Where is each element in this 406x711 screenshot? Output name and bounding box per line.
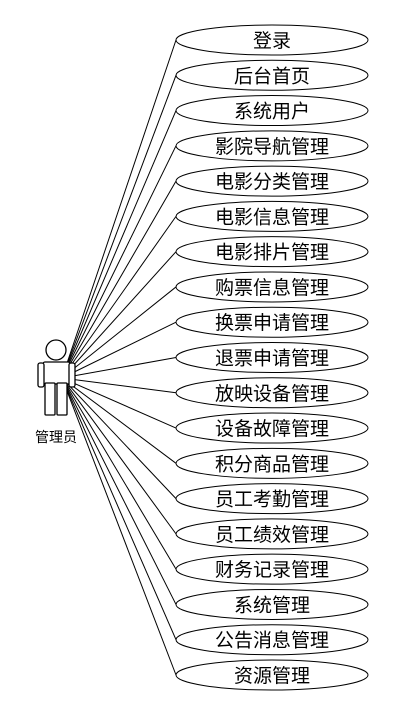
association-line xyxy=(61,110,177,379)
use-case-label: 登录 xyxy=(253,30,291,52)
actor-head-icon xyxy=(45,339,67,361)
use-case-label: 后台首页 xyxy=(234,65,310,87)
association-line xyxy=(61,321,177,379)
use-case-label: 电影信息管理 xyxy=(215,206,329,228)
use-case-list: 登录后台首页系统用户影院导航管理电影分类管理电影信息管理电影排片管理购票信息管理… xyxy=(175,24,369,691)
use-case-label: 设备故障管理 xyxy=(215,418,329,440)
association-line xyxy=(61,75,177,379)
association-line xyxy=(61,39,177,379)
use-case-ellipse xyxy=(175,447,369,479)
use-case: 员工绩效管理 xyxy=(175,518,369,550)
association-line xyxy=(61,377,177,535)
use-case: 购票信息管理 xyxy=(175,271,369,303)
association-line xyxy=(61,377,177,499)
use-case-label: 系统用户 xyxy=(234,101,310,123)
use-case: 影院导航管理 xyxy=(175,130,369,162)
association-line xyxy=(61,377,177,464)
use-case-label: 资源管理 xyxy=(234,665,310,687)
use-case-ellipse xyxy=(175,59,369,91)
use-case-ellipse xyxy=(175,624,369,656)
use-case: 积分商品管理 xyxy=(175,447,369,479)
use-case: 退票申请管理 xyxy=(175,342,369,373)
association-line xyxy=(61,216,177,379)
use-case: 系统管理 xyxy=(175,588,369,620)
use-case-label: 员工考勤管理 xyxy=(215,489,329,511)
actor-admin: 管理员 xyxy=(35,339,77,446)
use-case-ellipse xyxy=(175,659,369,691)
association-line xyxy=(61,377,177,605)
use-case: 后台首页 xyxy=(175,59,369,91)
use-case: 换票申请管理 xyxy=(175,306,369,338)
association-line xyxy=(61,377,177,676)
association-line xyxy=(61,145,177,379)
use-case: 电影排片管理 xyxy=(175,236,369,268)
use-case-ellipse xyxy=(175,95,369,127)
use-case-ellipse xyxy=(175,518,369,550)
association-lines xyxy=(61,39,177,676)
use-case-ellipse xyxy=(175,306,369,338)
use-case-label: 放映设备管理 xyxy=(215,383,329,405)
use-case-label: 退票申请管理 xyxy=(215,348,329,370)
actor-left-leg xyxy=(44,382,56,416)
use-case: 电影信息管理 xyxy=(175,200,369,232)
use-case: 登录 xyxy=(175,24,369,56)
use-case-ellipse xyxy=(175,271,369,303)
use-case: 员工考勤管理 xyxy=(175,483,369,515)
association-line xyxy=(61,251,177,379)
use-case-label: 系统管理 xyxy=(234,594,310,616)
use-case-ellipse xyxy=(175,200,369,232)
use-case-label: 积分商品管理 xyxy=(215,453,329,475)
association-line xyxy=(61,377,177,429)
use-case: 财务记录管理 xyxy=(175,553,369,585)
use-case: 电影分类管理 xyxy=(175,165,369,197)
actor-label: 管理员 xyxy=(35,430,77,446)
use-case: 公告消息管理 xyxy=(175,624,369,656)
use-case: 资源管理 xyxy=(175,659,369,691)
actor-right-arm xyxy=(68,362,76,388)
use-case-label: 电影分类管理 xyxy=(215,171,329,193)
use-case-label: 公告消息管理 xyxy=(215,630,329,652)
use-case-ellipse xyxy=(175,377,369,409)
association-line xyxy=(61,377,177,640)
use-case-label: 财务记录管理 xyxy=(215,559,329,581)
use-case-label: 换票申请管理 xyxy=(215,312,329,334)
use-case-ellipse xyxy=(175,165,369,197)
association-line xyxy=(61,286,177,379)
use-case-label: 购票信息管理 xyxy=(215,277,329,299)
use-case-ellipse xyxy=(175,553,369,585)
use-case: 设备故障管理 xyxy=(175,412,369,444)
use-case-label: 电影排片管理 xyxy=(215,242,329,264)
use-case-ellipse xyxy=(175,412,369,444)
actor-right-leg xyxy=(56,382,68,416)
use-case-label: 影院导航管理 xyxy=(215,136,329,158)
use-case: 放映设备管理 xyxy=(175,377,369,409)
association-line xyxy=(61,377,177,570)
use-case-ellipse xyxy=(175,236,369,268)
association-line xyxy=(61,180,177,379)
association-line xyxy=(61,357,177,379)
actor-torso xyxy=(42,361,71,385)
use-case-ellipse xyxy=(175,483,369,515)
use-case-ellipse xyxy=(175,24,369,56)
use-case: 系统用户 xyxy=(175,95,369,127)
actor-left-arm xyxy=(37,362,45,388)
use-case-ellipse xyxy=(175,342,369,373)
use-case-label: 员工绩效管理 xyxy=(215,524,329,546)
use-case-ellipse xyxy=(175,130,369,162)
association-line xyxy=(61,377,177,394)
use-case-ellipse xyxy=(175,588,369,620)
